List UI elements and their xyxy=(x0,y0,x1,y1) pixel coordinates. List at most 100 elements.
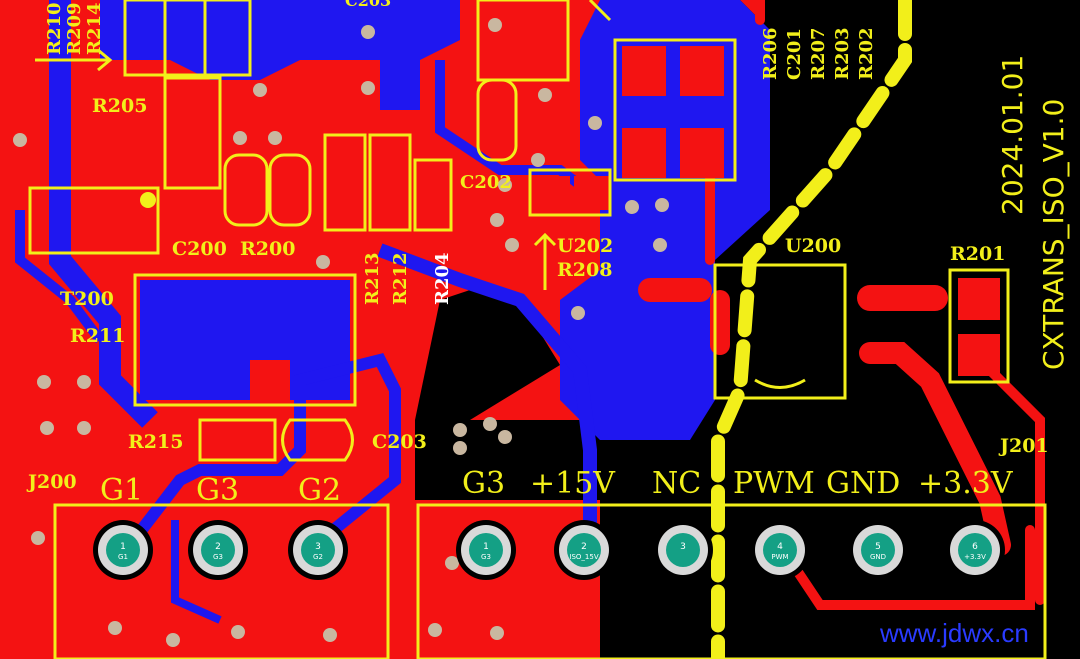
pin-number: 6 xyxy=(972,542,978,552)
outline-t200 xyxy=(133,273,357,407)
via xyxy=(453,441,467,455)
pad xyxy=(680,46,724,96)
pad xyxy=(680,128,724,178)
via xyxy=(588,116,602,130)
via xyxy=(488,18,502,32)
via xyxy=(483,417,497,431)
pad xyxy=(958,334,1000,376)
outline-c203 xyxy=(281,418,354,462)
pin-center xyxy=(567,533,601,567)
designator-r201: R201 xyxy=(950,243,1005,265)
via xyxy=(233,131,247,145)
smd-pads-red xyxy=(176,46,1000,376)
j200-pin-3: 3G2 xyxy=(288,520,348,580)
j201-label-gnd: GND xyxy=(826,466,900,501)
board-date: 2024.01.01 xyxy=(996,55,1029,215)
designator-top-frag: C203 xyxy=(345,0,391,10)
via xyxy=(77,375,91,389)
outline-r201 xyxy=(948,268,1010,384)
designator-u200: U200 xyxy=(785,235,841,257)
j201-pin-1: 1G3 xyxy=(456,520,516,580)
board-name: CXTRANS_ISO_V1.0 xyxy=(1037,99,1070,370)
designator-r212: R212 xyxy=(390,252,411,305)
pin-number: 4 xyxy=(777,542,783,552)
designator-labels: R210 R209 R214 C203 R205 C200 R200 R213 … xyxy=(26,0,1049,493)
via xyxy=(77,421,91,435)
via xyxy=(361,81,375,95)
pin1-marker xyxy=(140,192,156,208)
outline-u202 xyxy=(533,232,557,290)
j200-pin-2: 2G3 xyxy=(188,520,248,580)
pin-number: 3 xyxy=(680,542,686,552)
designator-r200: R200 xyxy=(240,238,295,260)
via xyxy=(653,238,667,252)
pad xyxy=(534,176,570,210)
designator-r214: R214 xyxy=(84,2,105,55)
isolation-barrier xyxy=(711,0,912,659)
blue-trace-left2 xyxy=(15,210,104,343)
via xyxy=(498,430,512,444)
j201-label-15v: +15V xyxy=(530,466,616,501)
designator-r206: R206 xyxy=(760,27,781,80)
outline-top-mid xyxy=(476,0,570,82)
blue-trace-g1 xyxy=(125,353,401,550)
outline-r200 xyxy=(268,153,312,227)
via xyxy=(490,213,504,227)
designator-j201: J201 xyxy=(998,435,1049,457)
silkscreen-layer xyxy=(28,0,1047,659)
via xyxy=(231,625,245,639)
designator-r205: R205 xyxy=(92,95,147,117)
j201-pin-6: 6+3.3V xyxy=(945,520,1005,580)
pin-center xyxy=(201,533,235,567)
connector-labels: G1 G3 G2 G3 +15V NC PWM GND +3.3V xyxy=(100,466,1014,508)
via xyxy=(625,200,639,214)
outline-top-right-line xyxy=(588,0,612,22)
pin-center xyxy=(666,533,700,567)
pad xyxy=(622,128,666,178)
pin-net: ISO_15V xyxy=(569,553,598,561)
via xyxy=(37,375,51,389)
blue-trace-transformer xyxy=(140,280,350,400)
outline-r212 xyxy=(368,133,412,232)
designator-t200: T200 xyxy=(60,288,114,310)
blue-trace-bottom xyxy=(171,520,222,624)
designator-c200: C200 xyxy=(172,238,227,260)
pin-net: G2 xyxy=(313,553,323,561)
outline-r214 xyxy=(203,0,252,77)
outline-c200 xyxy=(223,153,269,227)
designator-u202: U202 xyxy=(557,235,613,257)
pin-number: 2 xyxy=(215,542,221,552)
designator-r211: R211 xyxy=(70,325,125,347)
copper-pour-blue-right xyxy=(560,0,770,440)
pin-center xyxy=(106,533,140,567)
outline-u200 xyxy=(713,263,847,400)
pin-net: G3 xyxy=(481,553,491,561)
via xyxy=(13,133,27,147)
via xyxy=(40,421,54,435)
pin-number: 2 xyxy=(581,542,587,552)
red-trace-r201b xyxy=(859,342,1011,556)
pin-net: G3 xyxy=(213,553,223,561)
via xyxy=(108,621,122,635)
j201-label-nc: NC xyxy=(652,466,701,501)
via xyxy=(490,626,504,640)
designator-r207: R207 xyxy=(808,27,829,80)
via xyxy=(323,628,337,642)
designator-r215: R215 xyxy=(128,431,183,453)
pin-center xyxy=(958,533,992,567)
designator-r209: R209 xyxy=(64,2,85,55)
via xyxy=(253,83,267,97)
via xyxy=(31,531,45,545)
blue-trace-left-vertical xyxy=(49,0,158,428)
j201-label-pwm: PWM xyxy=(733,466,815,501)
pin-net: PWM xyxy=(771,553,788,561)
pad xyxy=(176,80,218,120)
pin-net: +3.3V xyxy=(964,553,986,561)
pin-number: 5 xyxy=(875,542,881,552)
pad xyxy=(574,176,610,210)
pin-center xyxy=(861,533,895,567)
via-group xyxy=(13,18,669,647)
via xyxy=(361,25,375,39)
pin-number: 1 xyxy=(120,542,126,552)
